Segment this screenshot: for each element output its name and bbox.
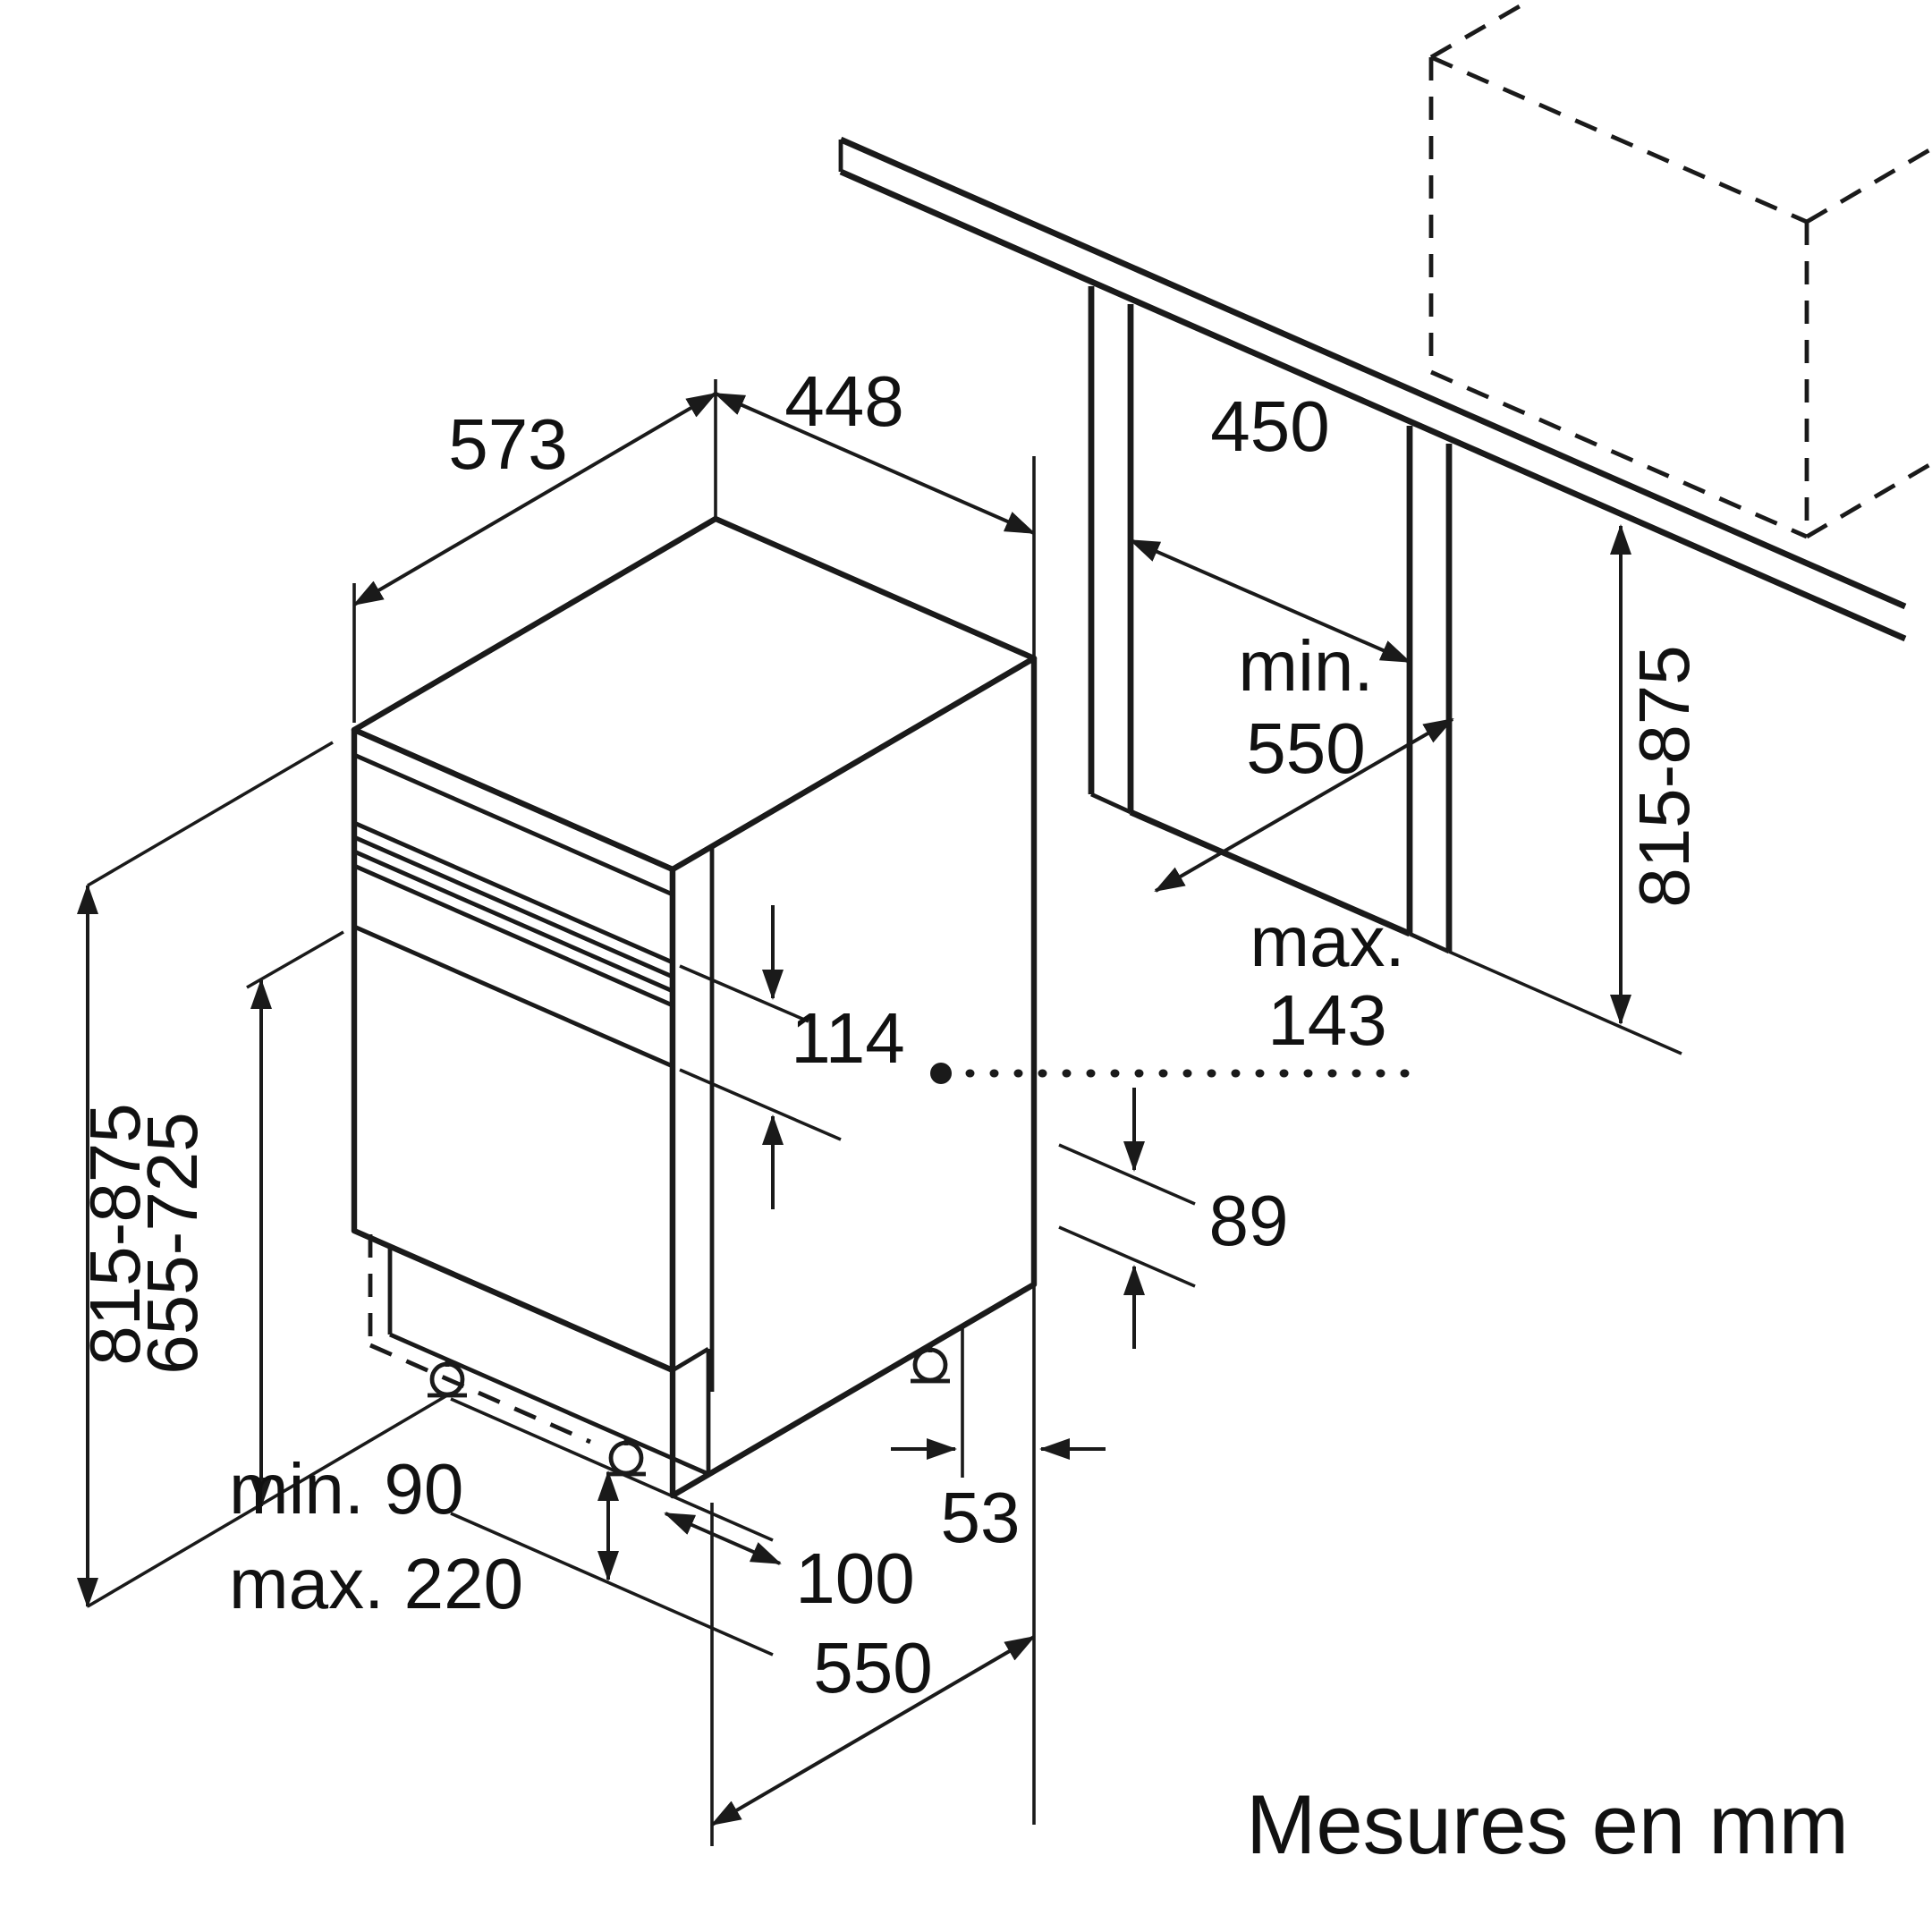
fascia-bottom-line <box>353 924 674 1069</box>
dim-label-53: 53 <box>941 1478 1021 1557</box>
door-bottom-edge <box>353 1228 674 1373</box>
dim-label-573: 573 <box>448 404 567 484</box>
cabinet-edge <box>1805 461 1932 539</box>
reference-dot <box>930 1063 952 1084</box>
dim-base-depth-550: 550 <box>710 1503 1036 1846</box>
dim-label-100: 100 <box>795 1538 914 1618</box>
dim-label-max-220: max. 220 <box>229 1544 523 1623</box>
dim-niche-depth: min. 550 <box>1154 626 1454 893</box>
dim-label-448: 448 <box>784 361 903 441</box>
countertop-front-edge <box>839 136 1907 610</box>
control-fascia-line <box>353 863 674 1008</box>
upper-cabinet-dashed-outline <box>1428 1 1932 539</box>
dim-niche-height: 815-875 <box>1610 524 1704 1025</box>
niche-floor-extension <box>1448 950 1682 1055</box>
control-fascia-line <box>353 849 674 994</box>
plinth-connector <box>671 1346 710 1373</box>
dim-label-815-875-left: 815-875 <box>75 1103 155 1366</box>
control-fascia-line <box>353 835 674 979</box>
cabinet-edge <box>1429 1 1526 60</box>
units-label: Mesures en mm <box>1246 1777 1849 1871</box>
dim-label-89: 89 <box>1209 1181 1289 1260</box>
dim-114: 114 <box>679 905 905 1209</box>
cabinet-edge <box>1430 369 1808 539</box>
dim-100: 100 <box>664 1512 915 1618</box>
kitchen-niche <box>838 136 1907 1055</box>
dim-label-114: 114 <box>791 998 905 1078</box>
cabinet-edge <box>1805 146 1932 225</box>
dim-label-niche-min: min. <box>1238 626 1373 706</box>
dim-label-niche-550: 550 <box>1246 708 1365 788</box>
dim-450: 450 <box>1129 386 1411 664</box>
dim-label-450: 450 <box>1210 386 1329 466</box>
dim-label-143: 143 <box>1267 980 1386 1060</box>
plinth-bottom-edge <box>389 1332 709 1477</box>
dim-label-655-725: 655-725 <box>132 1112 212 1375</box>
dim-label-max: max. <box>1250 902 1404 981</box>
dim-label-min-90: min. 90 <box>229 1449 463 1529</box>
countertop-underside-edge <box>839 168 1907 642</box>
worktop-underside-line <box>353 752 674 897</box>
plinth-dashed-outline <box>369 1343 591 1445</box>
niche-right-panel-bottom <box>1409 931 1450 954</box>
adjustable-foot <box>911 1345 950 1384</box>
control-fascia-line <box>353 820 674 965</box>
dim-door-height: 655-725 <box>132 930 344 1508</box>
dim-max-143: max. 143 <box>930 902 1411 1084</box>
dim-448: 448 <box>714 361 1036 658</box>
dim-89: 89 <box>1058 1088 1289 1349</box>
dim-plinth-height: min. 90 max. 220 <box>229 1397 774 1657</box>
dim-label-815-875-right: 815-875 <box>1624 645 1704 908</box>
dim-label-550-bottom: 550 <box>813 1628 932 1707</box>
niche-left-panel-bottom <box>1090 792 1131 815</box>
cabinet-edge <box>1430 55 1808 225</box>
